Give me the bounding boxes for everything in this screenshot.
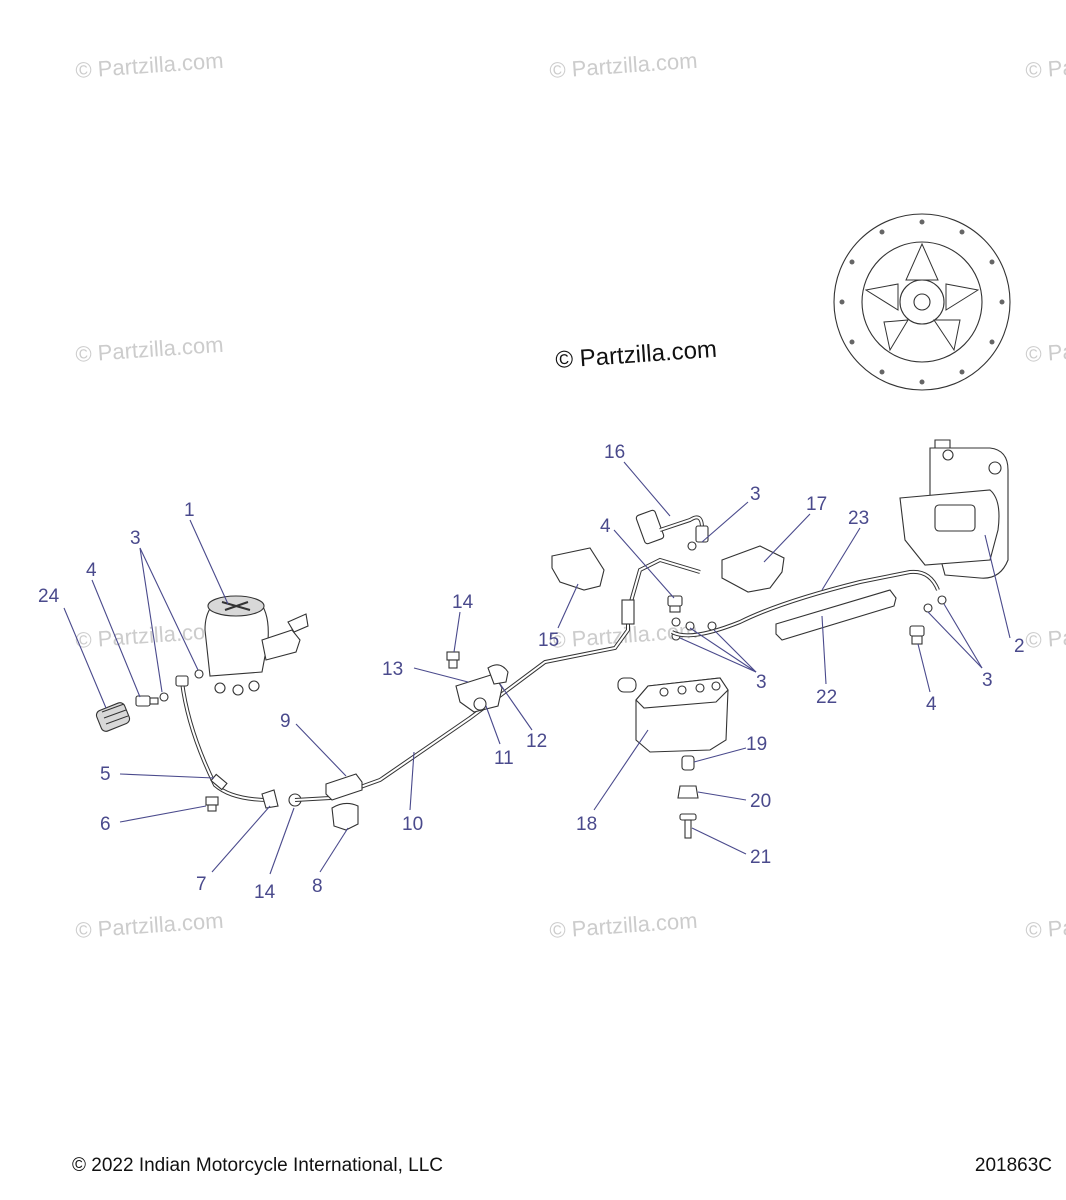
watermark: © Partzilla.com — [1025, 618, 1066, 653]
banjo-bolt — [909, 625, 925, 645]
grommet-20 — [677, 785, 699, 799]
callout-4: 4 — [926, 694, 937, 715]
bracket-17 — [721, 545, 785, 593]
crush-washer — [159, 692, 169, 702]
watermark: © Partzilla.com — [1025, 908, 1066, 943]
grommet-19 — [681, 755, 695, 771]
callout-12: 12 — [526, 731, 547, 752]
callout-7: 7 — [196, 874, 207, 895]
brake-hose-23 — [671, 569, 940, 638]
crush-washer — [923, 603, 933, 613]
crush-washer — [671, 617, 681, 627]
reservoir-cap — [95, 702, 131, 732]
bolt-14 — [446, 651, 460, 669]
crush-washer — [937, 595, 947, 605]
watermarks: © Partzilla.com © Partzilla.com © Partzi… — [75, 48, 1066, 943]
watermark: © Partzilla.com — [75, 908, 225, 943]
brake-caliper — [899, 439, 1009, 579]
callout-9: 9 — [280, 711, 291, 732]
callout-8: 8 — [312, 876, 323, 897]
callout-3: 3 — [130, 528, 141, 549]
crush-washer — [687, 541, 697, 551]
callout-4: 4 — [86, 560, 97, 581]
clamp-7 — [261, 789, 279, 809]
watermark: © Partzilla.com — [1025, 332, 1066, 367]
callout-15: 15 — [538, 630, 559, 651]
clip-9 — [325, 773, 363, 801]
callout-14: 14 — [452, 592, 474, 613]
watermark-center: © Partzilla.com — [555, 336, 718, 374]
banjo-bolt — [135, 695, 159, 707]
callout-17: 17 — [806, 494, 827, 515]
callout-3: 3 — [982, 670, 993, 691]
watermark: © Partzilla.com — [75, 618, 225, 653]
callout-3: 3 — [756, 672, 767, 693]
brake-hose-5 — [175, 675, 271, 802]
clip-15 — [551, 547, 605, 591]
bolt-21 — [679, 813, 697, 839]
callouts: 1 2 3 3 3 3 4 4 4 5 6 7 8 9 10 11 12 13 … — [38, 442, 1025, 903]
callout-24: 24 — [38, 586, 60, 607]
callout-3: 3 — [750, 484, 761, 505]
callout-23: 23 — [848, 508, 869, 529]
leader-lines — [63, 461, 1011, 875]
footer-copyright: © 2022 Indian Motorcycle International, … — [72, 1155, 443, 1176]
watermark: © Partzilla.com — [75, 48, 225, 83]
callout-20: 20 — [750, 791, 771, 812]
callout-11: 11 — [494, 748, 514, 769]
watermark: © Partzilla.com — [1025, 48, 1066, 83]
callout-2: 2 — [1014, 636, 1025, 657]
master-cylinder — [204, 595, 309, 696]
callout-19: 19 — [746, 734, 767, 755]
callout-4: 4 — [600, 516, 611, 537]
crush-washer — [685, 621, 695, 631]
clip-8 — [331, 802, 359, 831]
banjo-bolt — [667, 595, 683, 613]
callout-13: 13 — [382, 659, 403, 680]
callout-1: 1 — [184, 500, 195, 521]
callout-10: 10 — [402, 814, 423, 835]
hose-guard-22 — [775, 589, 897, 641]
crush-washer — [194, 669, 204, 679]
footer-part-number: 201863C — [974, 1155, 1052, 1176]
callout-18: 18 — [576, 814, 597, 835]
brake-disc — [833, 213, 1011, 391]
watermark: © Partzilla.com — [75, 332, 225, 367]
callout-21: 21 — [750, 847, 771, 868]
callout-5: 5 — [100, 764, 111, 785]
pressure-switch-16 — [635, 509, 709, 545]
callout-6: 6 — [100, 814, 111, 835]
callout-22: 22 — [816, 687, 837, 708]
bolt-6 — [205, 796, 219, 812]
line-bracket — [455, 664, 509, 713]
abs-module-18 — [617, 677, 729, 753]
watermark: © Partzilla.com — [549, 908, 699, 943]
callout-14: 14 — [254, 882, 276, 903]
watermark: © Partzilla.com — [549, 48, 699, 83]
callout-16: 16 — [604, 442, 625, 463]
